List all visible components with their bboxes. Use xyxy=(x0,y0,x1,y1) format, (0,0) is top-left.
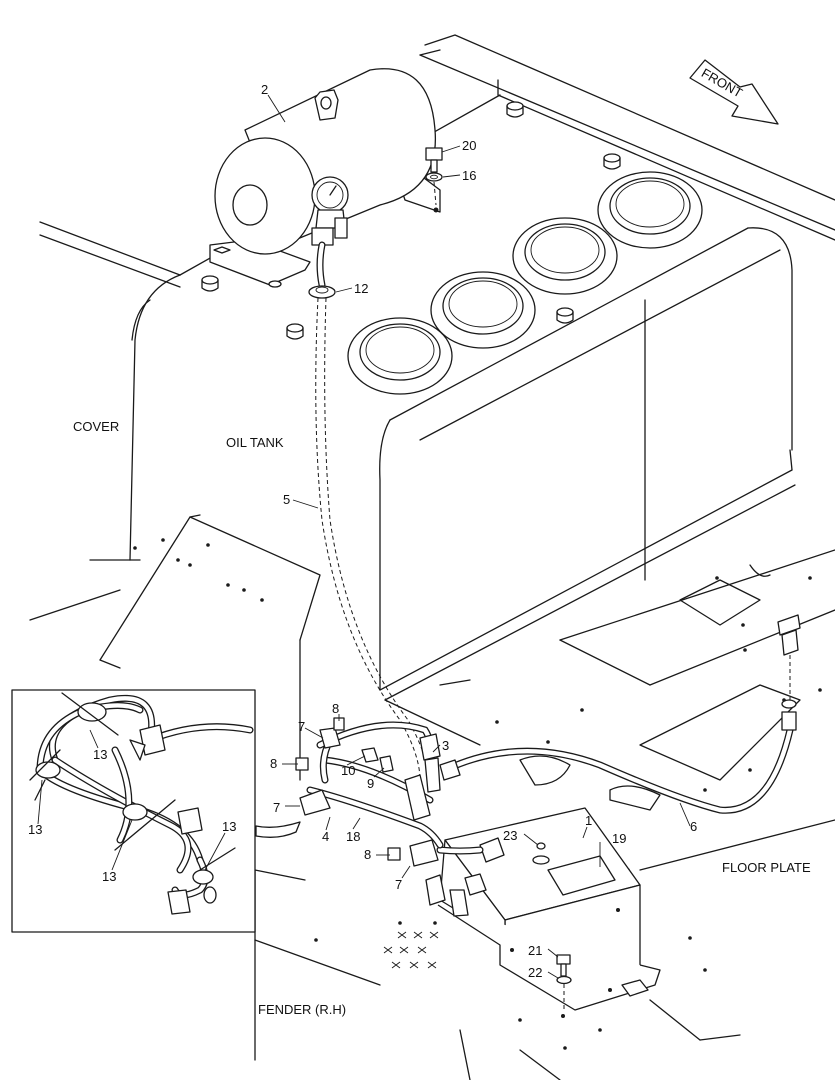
part-number-13-inset-right: 13 xyxy=(222,819,236,834)
washer-16 xyxy=(425,172,443,182)
tank-port-3 xyxy=(512,217,618,295)
fitting-9 xyxy=(379,755,394,773)
part-number-18: 18 xyxy=(346,829,360,844)
part-number-7-left: 7 xyxy=(273,800,280,815)
floor-vent-marks xyxy=(383,931,439,969)
part-number-23: 23 xyxy=(503,828,517,843)
clamp-7-b xyxy=(299,789,331,816)
cover-label: COVER xyxy=(73,419,119,434)
bolt-8-b xyxy=(295,757,309,771)
tank-port-4 xyxy=(597,171,703,249)
leader-lines xyxy=(37,94,691,979)
part-number-10: 10 xyxy=(341,763,355,778)
part-number-labels: 2 20 16 12 5 3 6 1 19 23 21 22 7 8 8 10 … xyxy=(28,82,697,980)
part-number-8-bottom: 8 xyxy=(364,847,371,862)
bolt-21 xyxy=(556,954,571,977)
bolt-8-a xyxy=(333,717,345,731)
fender-label: FENDER (R.H) xyxy=(258,1002,346,1017)
area-labels: COVER OIL TANK FLOOR PLATE FENDER (R.H) xyxy=(73,419,811,1017)
tank-port-2 xyxy=(430,271,536,349)
tank-port-1 xyxy=(347,317,453,395)
part-number-13-inset-bottom: 13 xyxy=(102,869,116,884)
box-connectors xyxy=(425,837,505,917)
washer-22 xyxy=(556,975,572,985)
fitting-3 xyxy=(404,733,461,821)
part-number-8-top: 8 xyxy=(332,701,339,716)
part-number-22: 22 xyxy=(528,965,542,980)
floor-plate-label: FLOOR PLATE xyxy=(722,860,811,875)
part-number-6: 6 xyxy=(690,819,697,834)
accumulator-cylinder xyxy=(209,68,441,288)
part-number-13-inset-left: 13 xyxy=(28,822,42,837)
part-number-7-bottom: 7 xyxy=(395,877,402,892)
inset-callout-arrow xyxy=(255,821,301,838)
bolt-20 xyxy=(425,147,443,173)
bolt-23 xyxy=(532,842,550,865)
fitting-10 xyxy=(361,747,379,763)
part-number-21: 21 xyxy=(528,943,542,958)
part-number-4: 4 xyxy=(322,829,329,844)
tank-top-bosses xyxy=(201,101,621,340)
hose-6 xyxy=(441,614,801,814)
clamp-7-a xyxy=(319,727,341,749)
part-number-3: 3 xyxy=(442,738,449,753)
part-number-1: 1 xyxy=(585,813,592,828)
part-number-20: 20 xyxy=(462,138,476,153)
clamp-7-c xyxy=(409,839,439,867)
part-number-7-top: 7 xyxy=(298,719,305,734)
part-number-19: 19 xyxy=(612,831,626,846)
part-number-2: 2 xyxy=(261,82,268,97)
front-arrow: FRONT xyxy=(689,59,779,125)
part-number-5: 5 xyxy=(283,492,290,507)
hose-12-fitting xyxy=(308,241,336,299)
part-number-9: 9 xyxy=(367,776,374,791)
part-number-8-left: 8 xyxy=(270,756,277,771)
bolt-8-c xyxy=(387,847,401,861)
part-number-12: 12 xyxy=(354,281,368,296)
hose-5-dashed xyxy=(315,297,429,781)
part-number-13-inset-top: 13 xyxy=(93,747,107,762)
bolt-dashline xyxy=(433,181,437,206)
platform-structure xyxy=(29,514,835,1080)
detail-inset xyxy=(11,689,256,933)
part-number-16: 16 xyxy=(462,168,476,183)
oil-tank-label: OIL TANK xyxy=(226,435,284,450)
controller-box-1 xyxy=(437,807,661,1018)
